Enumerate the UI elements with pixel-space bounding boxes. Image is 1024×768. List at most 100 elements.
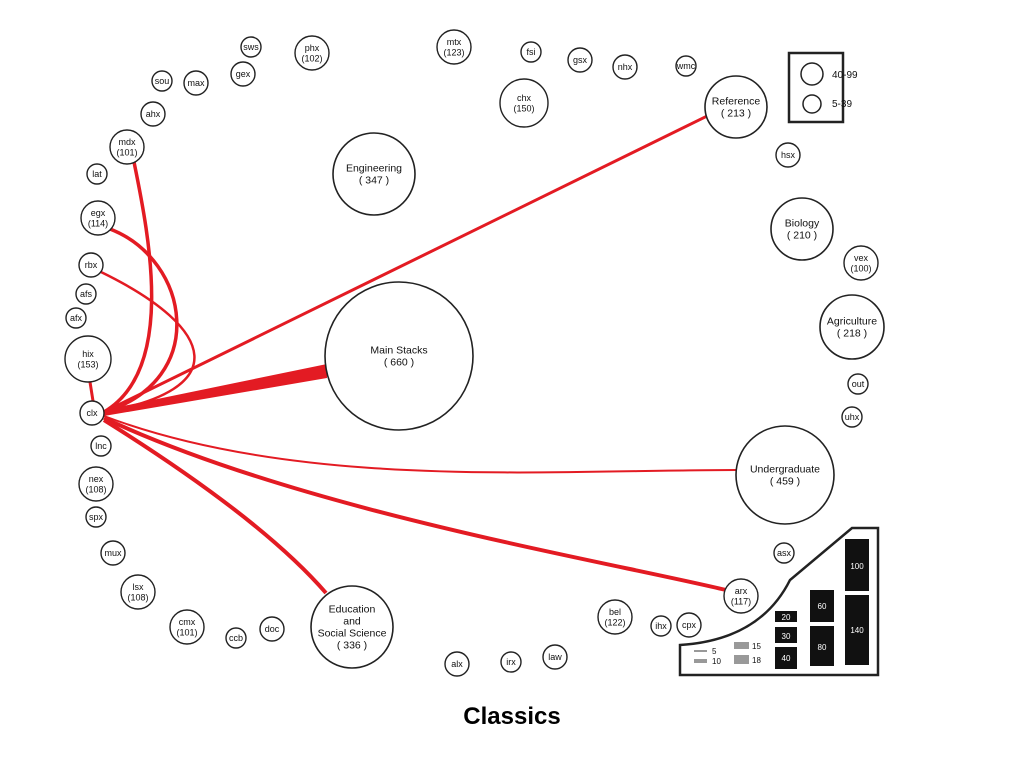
node-gex[interactable]: gex [230, 61, 256, 87]
node-circle-bel [597, 599, 633, 635]
legend-circle-large [800, 62, 824, 86]
node-uhx[interactable]: uhx [841, 406, 863, 428]
node-arx[interactable]: arx(117) [723, 578, 759, 614]
node-phx[interactable]: phx(102) [294, 35, 330, 71]
node-afs[interactable]: afs [75, 283, 97, 305]
node-label-phx: phx [305, 43, 320, 53]
node-label-max: max [187, 78, 205, 88]
node-label-nex: nex [89, 474, 104, 484]
node-sws[interactable]: sws [240, 36, 262, 58]
node-mux[interactable]: mux [100, 540, 126, 566]
node-gsx[interactable]: gsx [567, 47, 593, 73]
node-label-law: law [548, 652, 562, 662]
node-count-bio: ( 210 ) [787, 230, 817, 242]
node-mdx[interactable]: mdx(101) [109, 129, 145, 165]
legend-width-label-20: 20 [782, 613, 791, 622]
node-circle-arx [723, 578, 759, 614]
node-circle-gsx [567, 47, 593, 73]
node-count-agr: ( 218 ) [837, 328, 867, 340]
node-label-arx: arx [735, 586, 748, 596]
node-irx[interactable]: irx [500, 651, 522, 673]
node-ccb[interactable]: ccb [225, 627, 247, 649]
link-clx-rbx [100, 270, 196, 414]
node-circle-nhx [612, 54, 638, 80]
node-label-chx: chx [517, 93, 532, 103]
legend-bar-10 [694, 659, 707, 663]
node-label-clx: clx [87, 408, 98, 418]
legend-bar-15 [734, 642, 749, 649]
node-count-lsx: (108) [127, 592, 148, 602]
node-circle-cpx [676, 612, 702, 638]
node-label-bio: Biology [785, 218, 820, 230]
node-label-spx: spx [89, 512, 104, 522]
node-nhx[interactable]: nhx [612, 54, 638, 80]
node-lat[interactable]: lat [86, 163, 108, 185]
node-label-out: out [852, 379, 865, 389]
node-nex[interactable]: nex(108) [78, 466, 114, 502]
legend-width-label-30: 30 [782, 632, 791, 641]
node-cmx[interactable]: cmx(101) [169, 609, 205, 645]
node-ref[interactable]: Reference( 213 ) [704, 75, 768, 139]
node-count-mdx: (101) [116, 147, 137, 157]
node-label-sou: sou [155, 76, 170, 86]
node-agr[interactable]: Agriculture( 218 ) [819, 294, 885, 360]
node-count-main: ( 660 ) [384, 357, 414, 369]
node-afx[interactable]: afx [65, 307, 87, 329]
node-clx[interactable]: clx [79, 400, 105, 426]
node-circle-mdx [109, 129, 145, 165]
node-ugr[interactable]: Undergraduate( 459 ) [735, 425, 835, 525]
node-ahx[interactable]: ahx [140, 101, 166, 127]
node-max[interactable]: max [183, 70, 209, 96]
node-lnc[interactable]: lnc [90, 435, 112, 457]
node-rbx[interactable]: rbx [78, 252, 104, 278]
node-wmc[interactable]: wmc [675, 55, 697, 77]
legend-size-label-small: 5-39 [832, 99, 852, 110]
node-sou[interactable]: sou [151, 70, 173, 92]
legend-width-label-18: 18 [752, 656, 761, 665]
node-hix[interactable]: hix(153) [64, 335, 112, 383]
node-chx[interactable]: chx(150) [499, 78, 549, 128]
node-count-vex: (100) [850, 263, 871, 273]
legend-width-label-10: 10 [712, 657, 721, 666]
node-ihx[interactable]: ihx [650, 615, 672, 637]
node-bel[interactable]: bel(122) [597, 599, 633, 635]
node-count-phx: (102) [301, 53, 322, 63]
legend-bar-100 [845, 539, 869, 591]
node-vex[interactable]: vex(100) [843, 245, 879, 281]
node-circle-hix [64, 335, 112, 383]
node-label-mux: mux [104, 548, 122, 558]
node-lsx[interactable]: lsx(108) [120, 574, 156, 610]
node-doc[interactable]: doc [259, 616, 285, 642]
node-main[interactable]: Main Stacks( 660 ) [324, 281, 474, 431]
node-fsi[interactable]: fsi [520, 41, 542, 63]
node-out[interactable]: out [847, 373, 869, 395]
node-circle-edu [310, 585, 394, 669]
node-label-lnc: lnc [95, 441, 107, 451]
node-alx[interactable]: alx [444, 651, 470, 677]
width-legend: 5 10 15 18 20 30 40 60 80 100 140 [678, 526, 880, 677]
node-spx[interactable]: spx [85, 506, 107, 528]
node-label-uhx: uhx [845, 412, 860, 422]
node-circle-mux [100, 540, 126, 566]
link-clx-ref [103, 114, 708, 414]
node-mtx[interactable]: mtx(123) [436, 29, 472, 65]
node-eng[interactable]: Engineering( 347 ) [332, 132, 416, 216]
node-cpx[interactable]: cpx [676, 612, 702, 638]
node-circle-afx [65, 307, 87, 329]
link-clx-main [104, 364, 327, 416]
node-egx[interactable]: egx(114) [80, 200, 116, 236]
node-label-edu: and [343, 616, 361, 628]
node-asx[interactable]: asx [773, 542, 795, 564]
node-label-lat: lat [92, 169, 102, 179]
node-circle-main [324, 281, 474, 431]
legend-bar-5 [694, 650, 707, 652]
node-hsx[interactable]: hsx [775, 142, 801, 168]
node-label-alx: alx [451, 659, 463, 669]
node-count-edu: ( 336 ) [337, 640, 367, 652]
node-law[interactable]: law [542, 644, 568, 670]
node-bio[interactable]: Biology( 210 ) [770, 197, 834, 261]
node-label-rbx: rbx [85, 260, 98, 270]
node-count-eng: ( 347 ) [359, 175, 389, 187]
